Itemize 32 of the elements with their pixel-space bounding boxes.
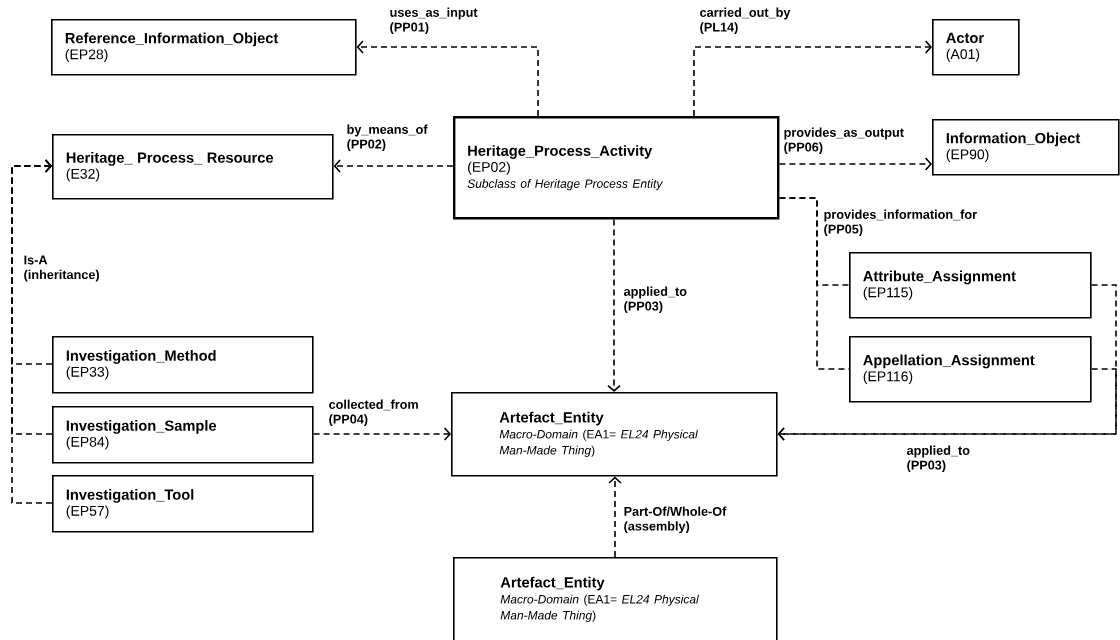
- arrow: [608, 476, 622, 558]
- arrow: [356, 40, 539, 117]
- entity-box: Artefact_Entity Macro-Domain (EA1= EL24 Physical Man-Made Thing): [451, 392, 778, 477]
- entity-box: Artefact_Entity Macro-Domain (EA1= EL24 Physical Man-Made Thing): [453, 557, 778, 640]
- entity-box: Heritage_Process_Activity (EP02) Subclass of Heritage Process Entity: [453, 116, 780, 220]
- entity-box: Reference_Information_Object (EP28): [51, 19, 357, 76]
- edge-label: Part-Of/Whole-Of (assembly): [624, 506, 727, 534]
- edge-label: uses_as_input (PP01): [390, 7, 478, 35]
- entity-box: Heritage_ Process_ Resource (E32): [52, 134, 334, 200]
- arrow: [312, 427, 451, 441]
- entity-box: Investigation_Method (EP33): [52, 336, 314, 394]
- arrow: [11, 159, 53, 504]
- arrow: [333, 159, 454, 173]
- connector-line: [778, 197, 850, 370]
- edge-label: applied_to (PP03): [624, 286, 687, 314]
- edge-label: Is-A (inheritance): [24, 255, 99, 282]
- edge-label: provides_information_for (PP05): [824, 209, 977, 237]
- entity-box: Investigation_Sample (EP84): [52, 406, 314, 464]
- arrow: [777, 368, 1117, 441]
- edge-label: applied_to (PP03): [907, 445, 970, 473]
- arrow: [693, 40, 932, 117]
- edge-label: carried_out_by (PL14): [700, 7, 791, 35]
- edge-label: collected_from (PP04): [329, 399, 418, 427]
- arrow: [607, 218, 621, 392]
- entity-box: Information_Object (EP90): [932, 119, 1120, 176]
- edge-label: by_means_of (PP02): [347, 124, 428, 152]
- entity-box: Appellation_Assignment (EP116): [849, 336, 1092, 403]
- entity-box: Investigation_Tool (EP57): [52, 475, 314, 533]
- entity-box: Actor (A01): [932, 19, 1020, 76]
- arrow: [778, 157, 932, 171]
- entity-box: Attribute_Assignment (EP115): [849, 252, 1092, 319]
- edge-label: provides_as_output (PP06): [784, 127, 904, 155]
